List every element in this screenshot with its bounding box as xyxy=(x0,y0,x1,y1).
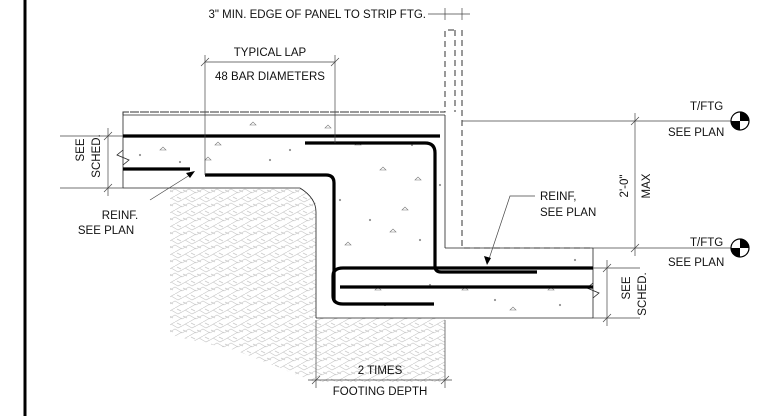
right-depth-dimension xyxy=(593,260,640,326)
times-label-line1: 2 TIMES xyxy=(358,365,403,377)
left-break-mark xyxy=(116,149,130,166)
see-sched-right-1: SEE xyxy=(621,276,633,299)
lap-dimension xyxy=(200,55,340,175)
max-step-dimension xyxy=(630,113,640,256)
lap-label-line1: TYPICAL LAP xyxy=(234,47,307,59)
tftg-bottom-label: T/FTG xyxy=(690,237,723,249)
tftg-top-label: T/FTG xyxy=(690,101,723,113)
max-dim-value: 2'-0" xyxy=(619,175,631,198)
reinforcing-bars xyxy=(123,134,593,306)
reinf-right-line1: REINF, xyxy=(540,191,576,203)
soil-hatch-area xyxy=(170,188,445,382)
wall-panel-dashed xyxy=(122,29,593,249)
upper-footing-outline xyxy=(122,114,445,318)
see-sched-right-2: SCHED. xyxy=(637,272,649,315)
times-label-line2: FOOTING DEPTH xyxy=(333,386,428,398)
see-plan-bottom-label: SEE PLAN xyxy=(668,257,724,269)
edge-note-leader xyxy=(428,8,470,20)
reinf-left-arrow xyxy=(186,171,195,178)
reinf-right-line2: SEE PLAN xyxy=(540,207,596,219)
elevation-marker-top-icon xyxy=(730,111,750,131)
reinf-right-arrow xyxy=(484,256,491,265)
lap-label-line2: 48 BAR DIAMETERS xyxy=(215,71,325,83)
elevation-marker-bottom-icon xyxy=(730,238,750,258)
edge-note-text: 3" MIN. EDGE OF PANEL TO STRIP FTG. xyxy=(208,9,426,21)
reinf-left-leader xyxy=(149,172,194,201)
footing-length-dimension xyxy=(308,320,452,388)
see-sched-left-2: SCHED. xyxy=(91,134,103,177)
reinf-left-line2: SEE PLAN xyxy=(78,225,134,237)
reinf-left-line1: REINF. xyxy=(102,210,138,222)
left-depth-dimension xyxy=(60,128,123,196)
see-sched-left-1: SEE xyxy=(75,138,87,161)
see-plan-top-label: SEE PLAN xyxy=(668,127,724,139)
max-dim-label: MAX xyxy=(641,173,653,198)
reinf-right-leader xyxy=(487,195,535,263)
